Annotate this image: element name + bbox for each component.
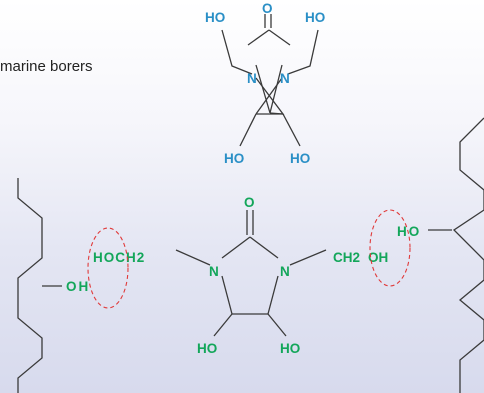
top-molecule: O HO HO N N HO HO (205, 1, 325, 166)
bottom-right-group-a: CH2 (333, 250, 360, 265)
bottom-ring-bond (221, 275, 233, 315)
bottom-left-ho: HO (197, 341, 217, 356)
top-ring-bond (255, 77, 283, 115)
right-reaction-site-highlight (369, 209, 411, 287)
bottom-right-oh-bond (267, 313, 287, 337)
left-reaction-site-highlight (87, 227, 129, 309)
top-bottom-right-ho: HO (290, 151, 310, 166)
top-ring-bond (268, 29, 291, 46)
right-chain-ho: HO (397, 224, 421, 239)
top-left-ch2-bond (221, 29, 253, 75)
bottom-n-right: N (280, 264, 290, 279)
left-chain-oh: OH (66, 279, 90, 294)
bottom-right-group-b: OH (368, 250, 388, 265)
left-chain: OH (17, 178, 90, 393)
top-ring-bond (247, 29, 270, 46)
bottom-right-ho: HO (280, 341, 300, 356)
left-chain-bonds (17, 178, 43, 393)
top-left-ho: HO (205, 10, 225, 25)
top-n-left: N (247, 71, 257, 86)
right-chain-bonds (452, 117, 484, 393)
top-ring-bond (255, 64, 271, 114)
top-ring-bond (269, 64, 283, 114)
top-bottom-right-oh-bond (282, 113, 301, 147)
top-right-ch2-bond (287, 29, 319, 75)
bottom-right-ch2-bond (289, 249, 327, 266)
bottom-carbonyl-o: O (244, 195, 255, 210)
bottom-left-oh-bond (213, 313, 233, 337)
top-right-ho: HO (305, 10, 325, 25)
top-carbonyl-o: O (262, 1, 273, 16)
bottom-left-group: HOCH2 (93, 250, 145, 265)
bottom-ring-bond (249, 236, 279, 259)
bottom-molecule: O N N HOCH2 CH2 OH HO HO (93, 195, 388, 356)
bottom-ring-bond (267, 275, 279, 315)
bottom-ring-bond (221, 236, 251, 259)
bottom-left-ch2-bond (175, 249, 211, 266)
top-bottom-left-ho: HO (224, 151, 244, 166)
top-n-right: N (280, 71, 290, 86)
caption-text: marine borers (0, 58, 93, 75)
top-bottom-left-oh-bond (239, 113, 257, 147)
bottom-n-left: N (209, 264, 219, 279)
